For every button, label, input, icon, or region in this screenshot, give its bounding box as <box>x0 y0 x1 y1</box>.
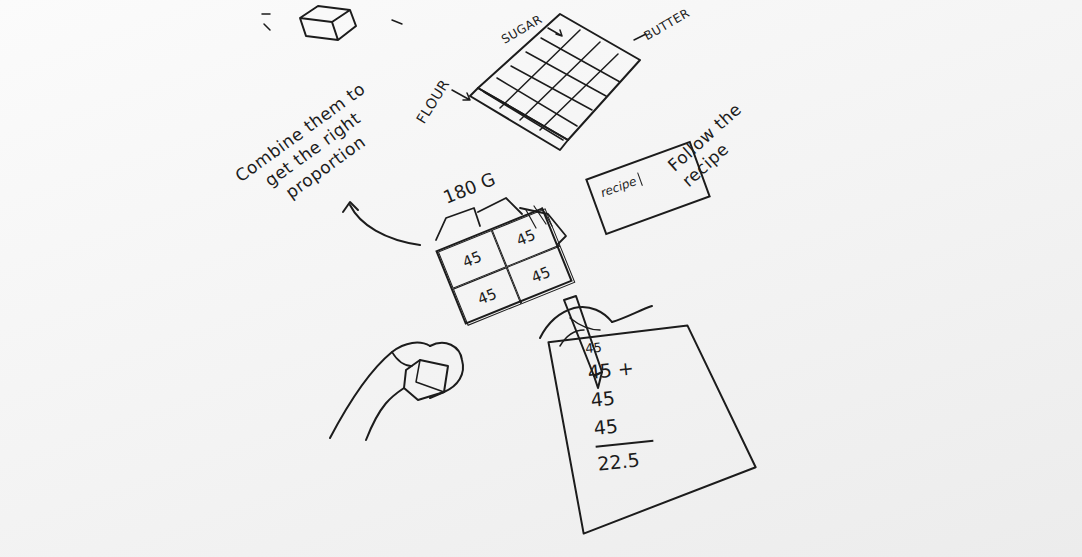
label-text: 45 <box>584 339 602 359</box>
label-text: 45 <box>592 411 619 441</box>
label-text: 45 <box>514 226 538 250</box>
label-text: 45 + <box>586 353 635 386</box>
label-text: 45 <box>589 384 616 414</box>
box-cell: 45 <box>507 245 576 304</box>
label-text: 45 <box>460 248 484 272</box>
paper-sheet: 4545 +454522.5 <box>538 318 763 538</box>
sketch-note: BUTTER <box>642 0 719 44</box>
label-text: recipe <box>599 172 643 200</box>
sketch-note: Combine them to get the right proportion <box>217 68 408 231</box>
sketch-note: Follow the recipe <box>664 87 774 192</box>
box-cell: 45 <box>453 267 522 326</box>
ingredient-box: 180 G45454545 <box>435 207 573 325</box>
label-text: 45 <box>529 263 553 287</box>
sketch-note: SUGAR <box>499 0 567 47</box>
box-cell: 45 <box>438 230 507 289</box>
label-text: 22.5 <box>596 440 657 478</box>
label-text: 180 G <box>440 168 498 208</box>
paper-outline <box>538 318 763 538</box>
label-text: 45 <box>475 285 499 309</box>
